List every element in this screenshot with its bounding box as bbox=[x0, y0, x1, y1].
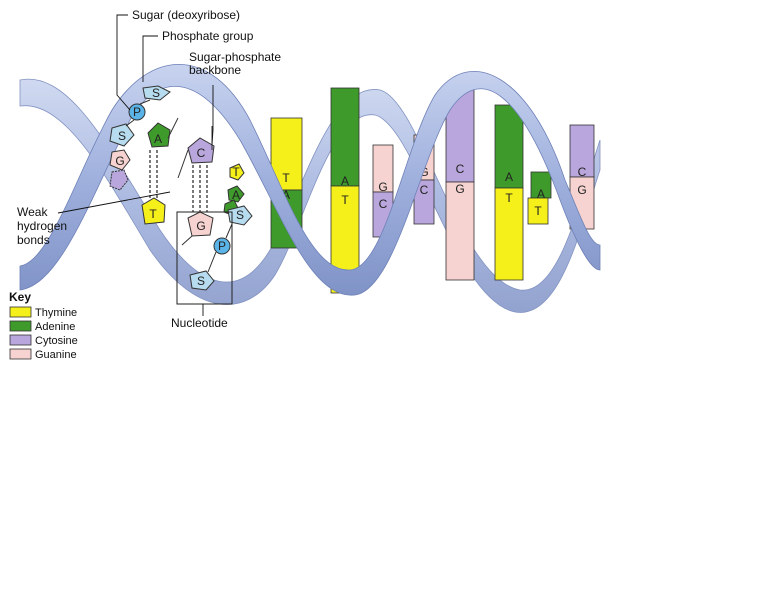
legend-label-guanine: Guanine bbox=[35, 349, 77, 361]
base-letter: A bbox=[282, 188, 290, 202]
phosphate-circle bbox=[213, 237, 231, 255]
base-letter: G bbox=[455, 182, 464, 196]
legend-swatch-guanine bbox=[9, 348, 32, 360]
thymine-base bbox=[141, 197, 166, 225]
base-letter: A bbox=[505, 170, 513, 184]
nucleotide-box bbox=[176, 211, 233, 305]
base-pair: A T bbox=[527, 171, 552, 225]
base-letter: A bbox=[537, 187, 545, 201]
right-chain: T A S P S bbox=[189, 163, 253, 291]
legend-label-cytosine: Cytosine bbox=[35, 335, 78, 347]
base-letter: C bbox=[420, 183, 429, 197]
backbone-label-line1: Sugar-phosphate bbox=[189, 50, 281, 64]
adenine-base bbox=[227, 185, 245, 203]
sugar-pentagon bbox=[227, 205, 253, 226]
exploded-pair-cg: C G bbox=[177, 126, 215, 246]
legend-swatch-cytosine bbox=[9, 334, 32, 346]
backbone-back-strand bbox=[19, 78, 601, 313]
base-pair: A T bbox=[494, 104, 524, 281]
base-letter: T bbox=[149, 207, 157, 221]
base-letter: A bbox=[154, 132, 162, 146]
adenine-base bbox=[147, 122, 171, 148]
legend-swatch-adenine bbox=[9, 320, 32, 332]
base-letter: C bbox=[456, 162, 465, 176]
base-pairs: T A A T G C G C C G bbox=[270, 83, 595, 294]
exploded-detail: S P S G A T C bbox=[109, 85, 253, 305]
callout-lines bbox=[57, 14, 214, 316]
sugar-label: Sugar (deoxyribose) bbox=[132, 8, 240, 22]
base-letter: C bbox=[379, 197, 388, 211]
exploded-pair-at: A T bbox=[141, 117, 179, 225]
sugar-symbol: S bbox=[118, 129, 126, 143]
labels: Sugar (deoxyribose) Phosphate group Suga… bbox=[17, 8, 281, 330]
base-letter: G bbox=[577, 183, 586, 197]
base-pair: C G bbox=[445, 83, 475, 281]
sugar-pentagon bbox=[142, 85, 171, 101]
phosphate-label: Phosphate group bbox=[162, 29, 254, 43]
phosphate-symbol: P bbox=[218, 239, 226, 253]
backbone-front-strand bbox=[19, 64, 601, 296]
base-letter: G bbox=[419, 165, 428, 179]
sugar-symbol: S bbox=[236, 208, 244, 222]
weak-bonds-label-line1: Weak bbox=[17, 205, 48, 219]
base-pair: A T bbox=[330, 87, 360, 294]
phosphate-symbol: P bbox=[133, 105, 141, 119]
base-letter: T bbox=[505, 191, 513, 205]
legend-swatch-thymine bbox=[9, 306, 32, 318]
base-letter: G bbox=[196, 219, 205, 233]
left-chain: S P S G bbox=[109, 85, 171, 191]
weak-bonds-label-line3: bonds bbox=[17, 233, 50, 247]
base-letter: T bbox=[232, 165, 240, 179]
base-letter: T bbox=[341, 193, 349, 207]
base-letter: C bbox=[197, 146, 206, 160]
base-letter: A bbox=[341, 174, 349, 188]
legend: Key Thymine Adenine Cytosine Guanine bbox=[9, 290, 78, 361]
sugar-pentagon bbox=[109, 123, 135, 147]
phosphate-circle bbox=[128, 103, 146, 121]
cytosine-base bbox=[109, 169, 129, 191]
base-letter: A bbox=[232, 188, 240, 202]
base-letter: C bbox=[578, 165, 587, 179]
sugar-symbol: S bbox=[197, 274, 205, 288]
sugar-pentagon bbox=[189, 270, 215, 291]
thymine-base bbox=[229, 163, 245, 181]
base-letter: T bbox=[534, 204, 542, 218]
guanine-base bbox=[187, 211, 214, 237]
legend-label-thymine: Thymine bbox=[35, 307, 77, 319]
cytosine-base bbox=[187, 137, 215, 164]
guanine-base bbox=[109, 149, 131, 171]
weak-bonds-label-line2: hydrogen bbox=[17, 219, 67, 233]
legend-title: Key bbox=[9, 290, 31, 304]
base-letter: T bbox=[282, 171, 290, 185]
nucleotide-label: Nucleotide bbox=[171, 316, 228, 330]
legend-label-adenine: Adenine bbox=[35, 321, 75, 333]
base-letter: G bbox=[115, 154, 124, 168]
sugar-symbol: S bbox=[152, 86, 160, 100]
base-letter: G bbox=[378, 180, 387, 194]
backbone-label-line2: backbone bbox=[189, 63, 241, 77]
